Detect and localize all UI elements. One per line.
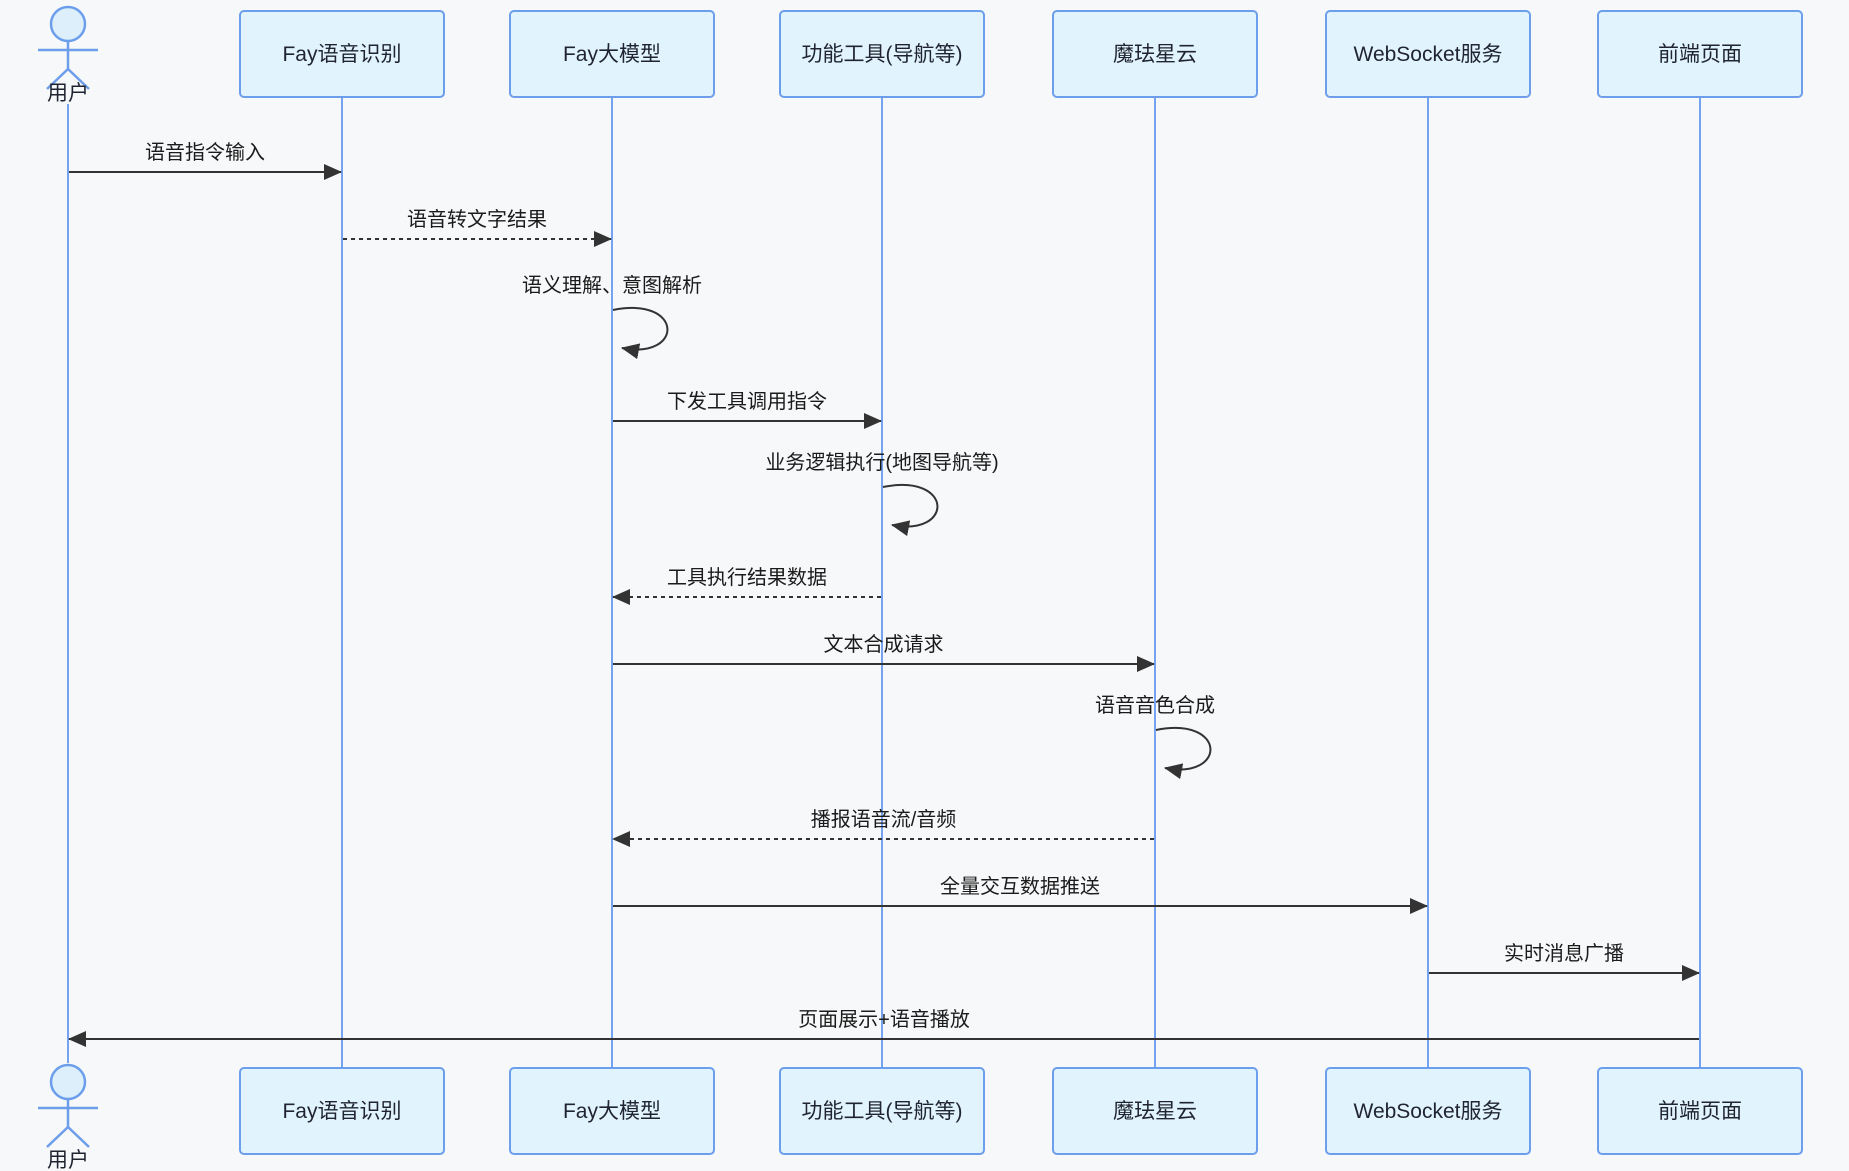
participant-box-top-3 [779, 10, 985, 98]
message-label-1: 语音指令输入 [145, 141, 265, 164]
participant-label-top-3: 功能工具(导航等) [802, 43, 963, 66]
actor-leg-left-icon [46, 68, 69, 90]
message-label-7: 文本合成请求 [824, 633, 944, 656]
participant-box-top-1 [239, 10, 445, 98]
participant-box-top-6 [1597, 10, 1803, 98]
message-label-5: 业务逻辑执行(地图导航等) [765, 451, 998, 474]
participant-label-top-1: Fay语音识别 [282, 43, 401, 66]
participant-box-bottom-4 [1052, 1067, 1258, 1155]
message-label-6: 工具执行结果数据 [667, 566, 827, 589]
participant-box-top-5 [1325, 10, 1531, 98]
participant-label-bottom-2: Fay大模型 [563, 1100, 661, 1123]
message-label-11: 实时消息广播 [1504, 942, 1624, 965]
participant-box-top-2 [509, 10, 715, 98]
actor-label: 用户 [47, 1149, 89, 1171]
message-self-loop-8 [1155, 727, 1212, 780]
message-label-9: 播报语音流/音频 [811, 808, 957, 831]
message-self-loop-3 [612, 307, 669, 360]
participant-box-bottom-5 [1325, 1067, 1531, 1155]
message-label-8: 语音音色合成 [1095, 694, 1215, 717]
participant-label-bottom-1: Fay语音识别 [282, 1100, 401, 1123]
actor-head-icon [49, 5, 87, 43]
participant-box-top-4 [1052, 10, 1258, 98]
participant-box-bottom-2 [509, 1067, 715, 1155]
participant-box-bottom-3 [779, 1067, 985, 1155]
participant-label-top-4: 魔珐星云 [1113, 43, 1197, 66]
actor-top [38, 5, 98, 90]
actor-head-icon [49, 1063, 87, 1101]
participant-label-top-5: WebSocket服务 [1354, 43, 1503, 66]
message-label-2: 语音转文字结果 [407, 208, 547, 231]
message-label-3: 语义理解、意图解析 [522, 274, 702, 297]
actor-label: 用户 [47, 82, 89, 105]
message-label-10: 全量交互数据推送 [940, 875, 1100, 898]
participant-label-top-2: Fay大模型 [563, 43, 661, 66]
actor-leg-right-icon [67, 68, 90, 90]
participant-label-bottom-4: 魔珐星云 [1113, 1100, 1197, 1123]
actor-leg-left-icon [46, 1126, 69, 1148]
message-label-4: 下发工具调用指令 [667, 390, 827, 413]
actor-leg-right-icon [67, 1126, 90, 1148]
participant-box-bottom-1 [239, 1067, 445, 1155]
participant-label-top-6: 前端页面 [1658, 43, 1742, 66]
participant-label-bottom-6: 前端页面 [1658, 1100, 1742, 1123]
message-self-loop-5 [882, 484, 939, 537]
participant-label-bottom-3: 功能工具(导航等) [802, 1100, 963, 1123]
participant-label-bottom-5: WebSocket服务 [1354, 1100, 1503, 1123]
actor-bottom [38, 1063, 98, 1148]
participant-box-bottom-6 [1597, 1067, 1803, 1155]
message-label-12: 页面展示+语音播放 [798, 1008, 970, 1031]
